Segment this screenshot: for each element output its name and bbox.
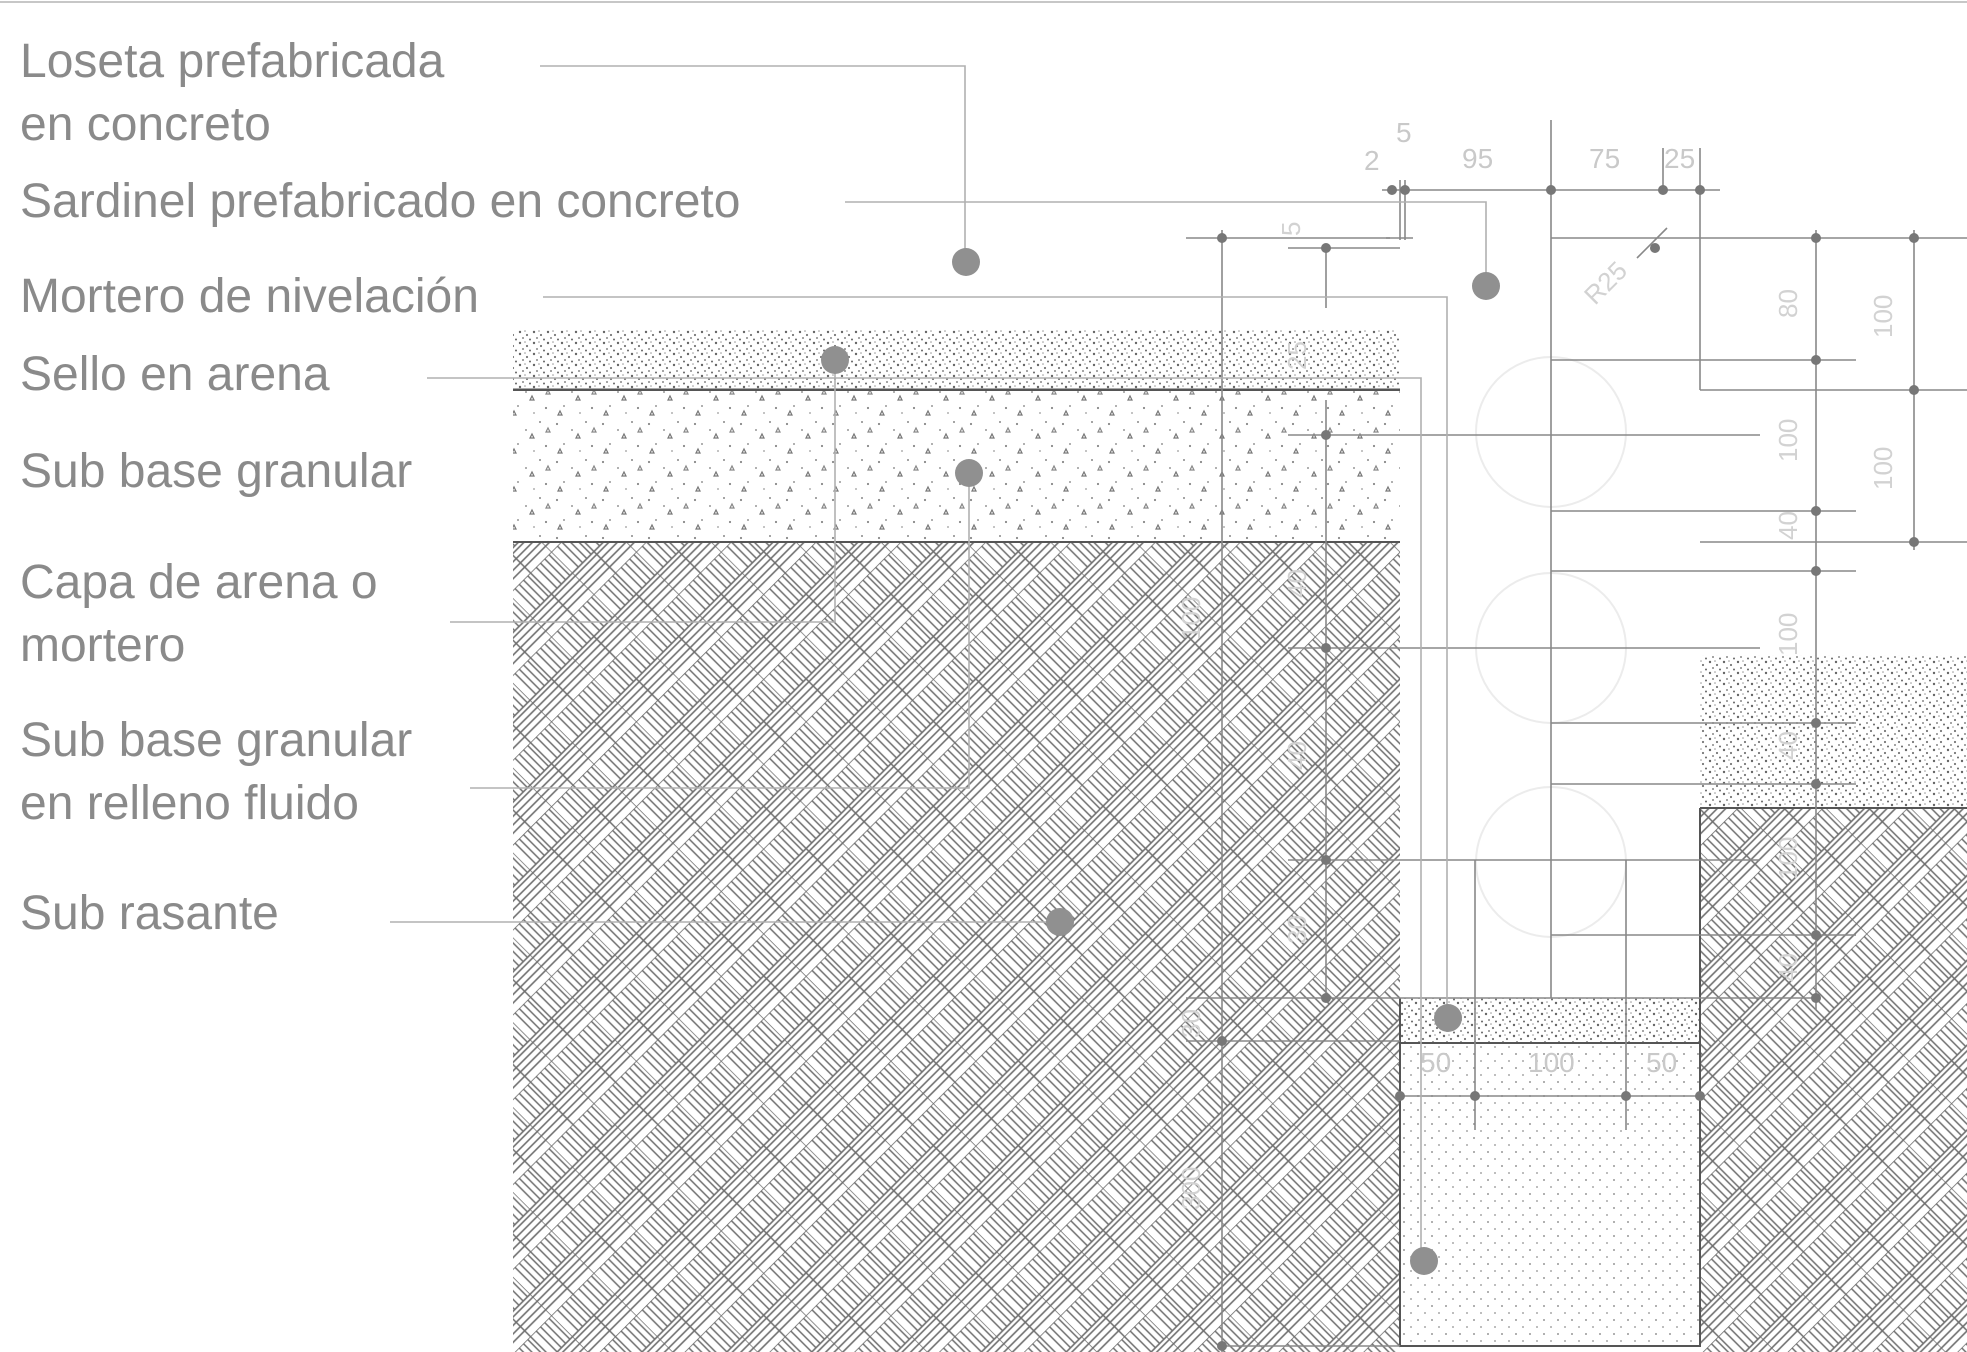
label-sub-base-granular: Sub base granular xyxy=(20,445,413,498)
dim-footing-50a: 50 xyxy=(1420,1047,1451,1078)
label-capa-arena-line-2: mortero xyxy=(20,619,186,672)
relleno-fluido-block xyxy=(1399,1042,1701,1347)
marker-sardinel xyxy=(1472,272,1500,300)
dim-top-75: 75 xyxy=(1589,143,1620,174)
marker-relleno xyxy=(1410,1247,1438,1275)
dim-top-2: 2 xyxy=(1364,145,1380,176)
label-capa-arena: Capa de arena o mortero xyxy=(20,551,378,677)
leader-markers xyxy=(821,248,1500,1275)
dim-left-300: 300 xyxy=(1176,1167,1206,1210)
dim-left-30b: 30 xyxy=(1176,1009,1206,1038)
dim-top-25: 25 xyxy=(1664,143,1695,174)
dim-top-5: 5 xyxy=(1396,117,1412,148)
dim-curb-5: 5 xyxy=(1276,222,1306,236)
sello-arena-right xyxy=(1700,655,1967,808)
label-loseta-line-2: en concreto xyxy=(20,98,271,151)
dim-left-40a: 40 xyxy=(1282,569,1312,598)
sub-base-granular-layer xyxy=(513,391,1400,541)
marker-loseta xyxy=(952,248,980,276)
marker-mortero xyxy=(1434,1004,1462,1032)
dim-left-40b: 40 xyxy=(1282,741,1312,770)
dim-left-30a: 30 xyxy=(1282,915,1312,944)
dim-right-40a: 40 xyxy=(1773,511,1803,540)
dim-top-95: 95 xyxy=(1462,143,1493,174)
dim-right-80: 80 xyxy=(1773,289,1803,318)
label-mortero-nivelacion: Mortero de nivelación xyxy=(20,270,479,323)
label-capa-arena-line-1: Capa de arena o xyxy=(20,556,378,609)
dim-right-40c: 40 xyxy=(1773,953,1803,982)
marker-sub-base xyxy=(955,459,983,487)
marker-sello xyxy=(821,346,849,374)
sello-arena-layer xyxy=(513,330,1400,390)
dim-right-100c: 100 xyxy=(1773,419,1803,462)
dim-curb-r25: R25 xyxy=(1578,255,1633,310)
dimension-lines xyxy=(1186,120,1967,1352)
label-loseta: Loseta prefabricada en concreto xyxy=(20,30,444,156)
dimension-dots xyxy=(1217,185,1919,1351)
dim-right-40b: 40 xyxy=(1773,731,1803,760)
label-sello-arena: Sello en arena xyxy=(20,348,330,401)
label-sub-base-relleno-line-1: Sub base granular xyxy=(20,714,413,767)
leader-lines xyxy=(390,65,1487,1260)
dim-right-100b: 100 xyxy=(1868,447,1898,490)
dim-footing-50b: 50 xyxy=(1646,1047,1677,1078)
dim-left-100: 100 xyxy=(1176,597,1206,640)
label-loseta-line-1: Loseta prefabricada xyxy=(20,35,445,88)
sub-rasante-layer xyxy=(513,543,1967,1352)
dim-footing-100: 100 xyxy=(1528,1047,1575,1078)
label-sub-rasante: Sub rasante xyxy=(20,887,279,940)
dim-right-100d: 100 xyxy=(1773,613,1803,656)
dim-curb-25: 25 xyxy=(1282,341,1312,370)
label-sub-base-relleno: Sub base granular en relleno fluido xyxy=(20,709,412,835)
dim-right-100e: 100 xyxy=(1773,837,1803,880)
dim-right-100a: 100 xyxy=(1868,295,1898,338)
label-sardinel: Sardinel prefabricado en concreto xyxy=(20,175,741,228)
marker-sub-rasante xyxy=(1046,908,1074,936)
label-sub-base-relleno-line-2: en relleno fluido xyxy=(20,777,359,830)
